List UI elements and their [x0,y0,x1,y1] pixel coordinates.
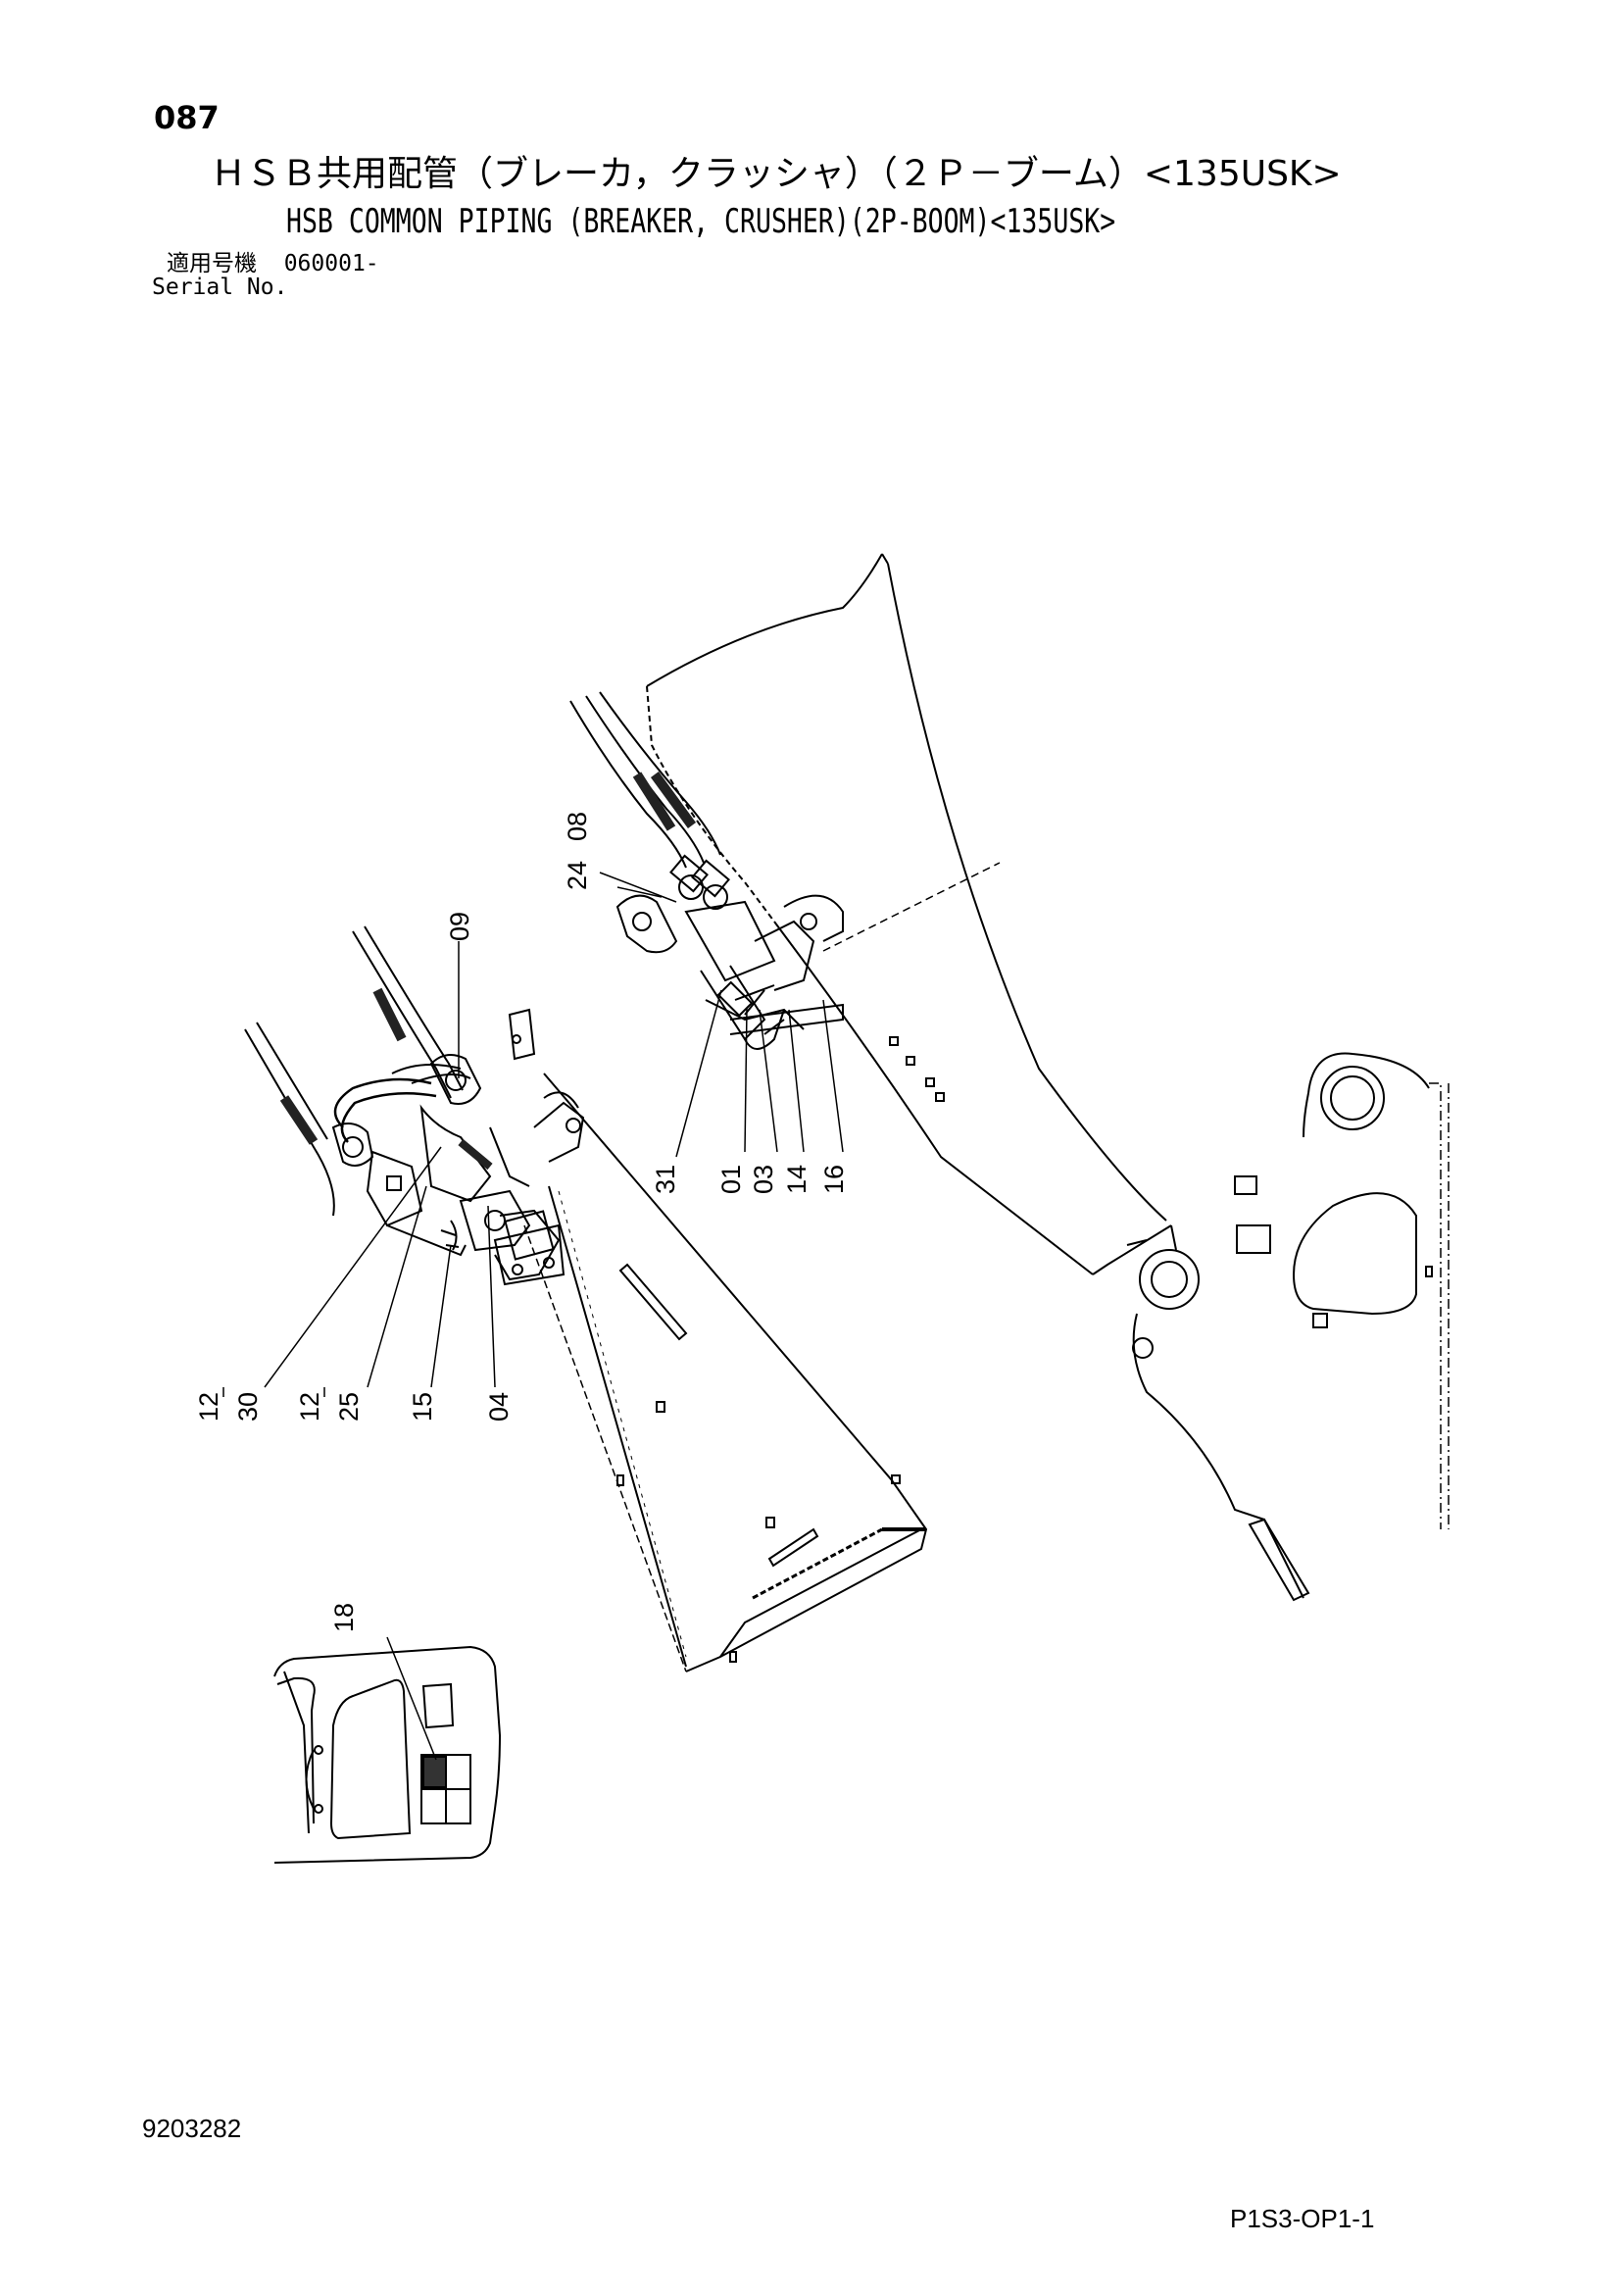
callout-15: 15 [408,1392,437,1422]
callout-16: 16 [819,1165,849,1194]
callout-25: 25 [334,1392,364,1422]
callout-labels: 08 24 09 31 01 03 14 16 12 30 12 25 15 0… [194,812,849,1632]
callout-08: 08 [563,812,592,841]
callout-30: 30 [233,1392,263,1422]
lower-piping-assembly [244,925,585,1286]
callout-24: 24 [563,861,592,890]
callout-31: 31 [651,1165,680,1194]
callout-12-a: 12 [194,1392,223,1422]
callout-leaders [264,872,844,1761]
page-code: P1S3-OP1-1 [1230,2204,1375,2233]
callout-dash-marks [222,1387,325,1397]
arm-outline [523,1073,928,1672]
callout-03: 03 [749,1165,778,1194]
callout-14: 14 [782,1165,812,1194]
page-number: 087 [154,99,220,136]
title-english: HSB COMMON PIPING (BREAKER, CRUSHER)(2P-… [286,202,1116,241]
serial-value: 060001- [283,251,379,276]
callout-18: 18 [329,1603,359,1632]
callout-09: 09 [445,912,474,941]
serial-row-japanese: 適用号機 060001- [167,253,379,275]
upper-piping-assembly [569,691,844,1050]
callout-12-b: 12 [295,1392,324,1422]
boom-foot-structure [1126,1052,1450,1602]
cab-inset [273,1645,502,1864]
serial-label-english: Serial No. [152,275,288,300]
drawing-number: 9203282 [142,2114,242,2143]
serial-label-japanese: 適用号機 [167,251,257,276]
title-japanese: ＨＳＢ共用配管（ブレーカ，クラッシャ）（２Ｐ－ブーム）<135USK> [211,154,1342,194]
callout-01: 01 [716,1165,746,1194]
callout-04: 04 [484,1392,514,1422]
boom-outline [646,553,1172,1275]
